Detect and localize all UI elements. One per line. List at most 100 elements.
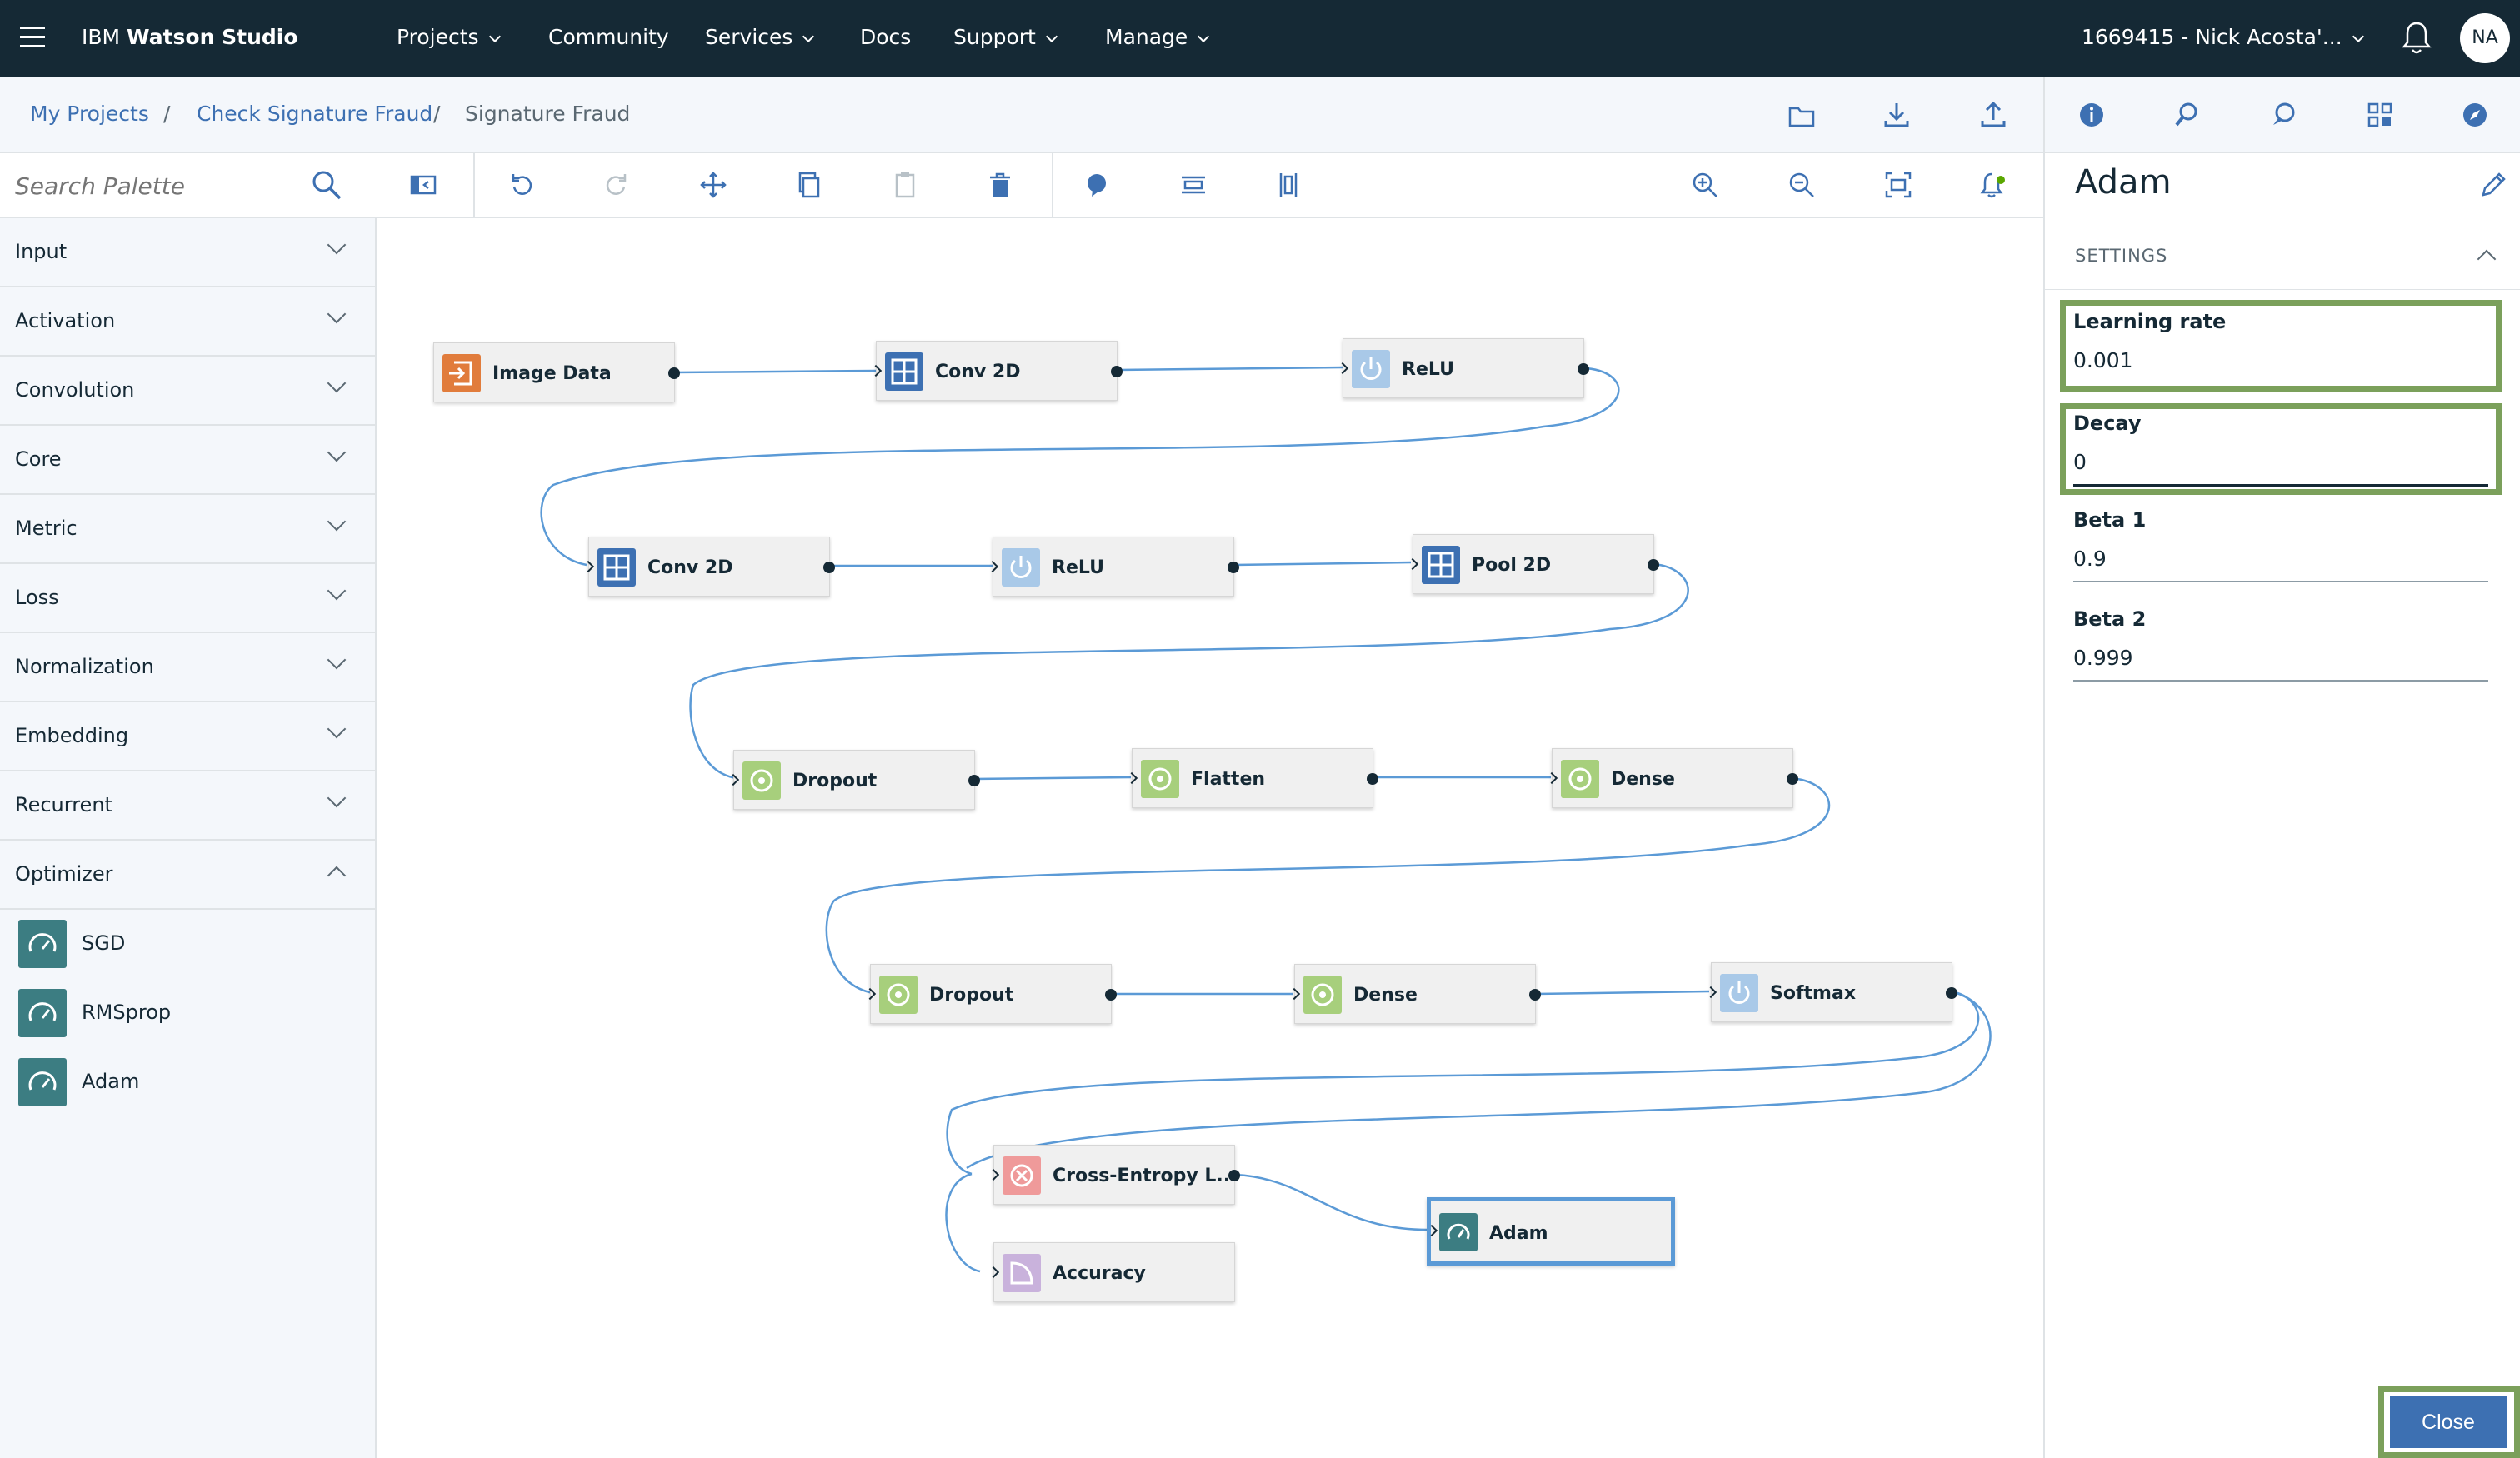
node-pool2d[interactable]: Pool 2D — [1406, 534, 1659, 594]
comment-icon[interactable] — [1082, 170, 1112, 200]
output-port[interactable] — [1111, 366, 1122, 377]
arrange-horizontal-icon[interactable] — [1178, 170, 1208, 200]
palette-category-normalization[interactable]: Normalization — [0, 633, 377, 702]
output-port[interactable] — [1787, 773, 1798, 785]
node-softmax[interactable]: Softmax — [1704, 962, 1958, 1022]
palette-category-activation[interactable]: Activation — [0, 287, 377, 357]
nav-projects[interactable]: Projects — [397, 25, 501, 49]
nav-docs[interactable]: Docs — [860, 25, 911, 49]
toggle-palette-icon[interactable] — [408, 170, 438, 200]
palette-category-optimizer[interactable]: Optimizer — [0, 841, 377, 910]
node-cross-entropy-loss[interactable]: Cross-Entropy L... — [987, 1145, 1240, 1205]
nav-community[interactable]: Community — [548, 25, 669, 49]
node-conv2d-1[interactable]: Conv 2D — [869, 341, 1122, 401]
search-input[interactable] — [15, 168, 298, 203]
chat-icon[interactable] — [2268, 100, 2298, 130]
folder-icon[interactable] — [1787, 102, 1817, 132]
node-image-data[interactable]: Image Data — [433, 342, 680, 402]
settings-section-header[interactable]: SETTINGS — [2045, 222, 2520, 290]
node-adam-selected[interactable]: Adam — [1425, 1197, 1675, 1266]
zoom-in-icon[interactable] — [1690, 170, 1720, 200]
learning-rate-input[interactable]: 0.001 — [2073, 348, 2133, 372]
node-dropout-1[interactable]: Dropout — [727, 750, 980, 810]
arrange-vertical-icon[interactable] — [1273, 170, 1303, 200]
optimizer-gauge-icon — [18, 1058, 67, 1106]
close-button[interactable]: Close — [2390, 1396, 2507, 1448]
palette-item-rmsprop[interactable]: RMSprop — [0, 979, 377, 1047]
account-switcher[interactable]: 1669415 - Nick Acosta'... — [2082, 25, 2364, 49]
node-label: Conv 2D — [648, 557, 733, 578]
paste-icon[interactable] — [890, 170, 920, 200]
node-label: ReLU — [1402, 359, 1454, 380]
zoom-out-icon[interactable] — [1787, 170, 1817, 200]
output-port[interactable] — [1578, 363, 1589, 375]
output-port[interactable] — [823, 562, 835, 573]
palette-category-recurrent[interactable]: Recurrent — [0, 771, 377, 841]
beta2-input[interactable]: 0.999 — [2073, 646, 2488, 682]
hamburger-menu-icon[interactable] — [20, 27, 45, 50]
move-icon[interactable] — [698, 170, 728, 200]
palette-category-embedding[interactable]: Embedding — [0, 702, 377, 771]
palette-item-adam[interactable]: Adam — [0, 1048, 377, 1116]
brand-logo[interactable]: IBM Watson Studio — [82, 25, 298, 49]
copy-icon[interactable] — [793, 170, 823, 200]
output-port[interactable] — [1367, 773, 1378, 785]
download-icon[interactable] — [1882, 100, 1912, 130]
nav-services[interactable]: Services — [705, 25, 815, 49]
input-port[interactable] — [1425, 1224, 1438, 1237]
node-relu-2[interactable]: ReLU — [986, 537, 1239, 597]
edit-pencil-icon[interactable] — [2478, 170, 2508, 200]
output-port[interactable] — [668, 367, 680, 379]
output-port[interactable] — [1228, 562, 1239, 573]
palette-category-convolution[interactable]: Convolution — [0, 357, 377, 426]
user-avatar[interactable]: NA — [2460, 13, 2510, 63]
output-port[interactable] — [968, 775, 980, 786]
notification-bell-icon[interactable] — [2400, 20, 2433, 57]
breadcrumb: My Projects / Check Signature Fraud / Si… — [0, 77, 2043, 153]
node-flatten[interactable]: Flatten — [1125, 748, 1378, 808]
output-port[interactable] — [1228, 1170, 1240, 1181]
flow-canvas[interactable]: Image Data Conv 2D ReLU Conv 2D ReLU Poo… — [377, 218, 2043, 1458]
palette-category-core[interactable]: Core — [0, 426, 377, 495]
output-port[interactable] — [1648, 559, 1659, 571]
palette-category-input[interactable]: Input — [0, 218, 377, 287]
chevron-down-icon — [802, 30, 815, 43]
palette-category-loss[interactable]: Loss — [0, 564, 377, 633]
upload-icon[interactable] — [1978, 100, 2008, 130]
info-icon[interactable] — [2077, 100, 2107, 130]
decay-input[interactable]: 0 — [2073, 450, 2488, 487]
nav-manage[interactable]: Manage — [1105, 25, 1210, 49]
output-port[interactable] — [1946, 987, 1958, 999]
node-accuracy[interactable]: Accuracy — [987, 1242, 1235, 1302]
node-conv2d-2[interactable]: Conv 2D — [582, 537, 835, 597]
grid-icon[interactable] — [2365, 100, 2395, 130]
palette-category-metric[interactable]: Metric — [0, 495, 377, 564]
node-label: ReLU — [1052, 557, 1104, 578]
delete-icon[interactable] — [985, 170, 1015, 200]
node-label: Adam — [1489, 1223, 1548, 1244]
nav-support[interactable]: Support — [953, 25, 1058, 49]
node-dense-2[interactable]: Dense — [1288, 964, 1541, 1024]
node-relu-1[interactable]: ReLU — [1336, 338, 1589, 398]
node-dense-1[interactable]: Dense — [1545, 748, 1798, 808]
fit-to-screen-icon[interactable] — [1883, 170, 1913, 200]
learning-rate-field: Learning rate 0.001 — [2073, 310, 2488, 382]
notifications-icon[interactable] — [1978, 170, 2008, 200]
core-target-icon — [742, 761, 781, 800]
beta1-input[interactable]: 0.9 — [2073, 547, 2488, 582]
core-target-icon — [879, 976, 918, 1014]
undo-icon[interactable] — [507, 170, 537, 200]
compass-icon[interactable] — [2460, 100, 2490, 130]
redo-icon[interactable] — [602, 170, 632, 200]
category-label: Convolution — [15, 378, 135, 402]
node-dropout-2[interactable]: Dropout — [863, 964, 1117, 1024]
breadcrumb-check-signature-fraud[interactable]: Check Signature Fraud — [197, 102, 433, 126]
palette-item-sgd[interactable]: SGD — [0, 910, 377, 978]
breadcrumb-my-projects[interactable]: My Projects — [30, 102, 149, 126]
search-tools-icon[interactable] — [2172, 100, 2202, 130]
search-icon[interactable] — [310, 168, 343, 202]
activation-power-icon — [1720, 974, 1758, 1012]
output-port[interactable] — [1529, 989, 1541, 1001]
optimizer-gauge-icon — [18, 920, 67, 968]
output-port[interactable] — [1105, 989, 1117, 1001]
